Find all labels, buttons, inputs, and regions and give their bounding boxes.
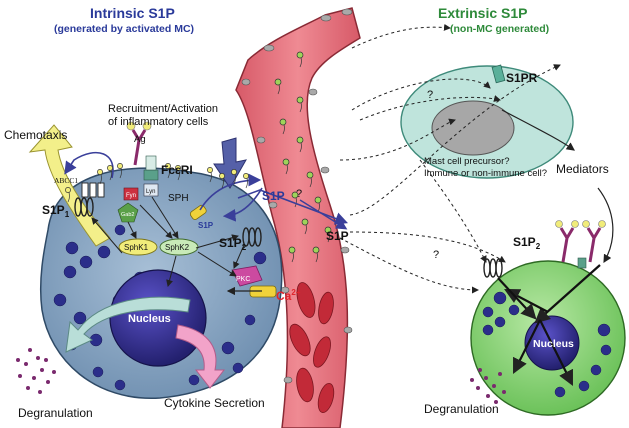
degranulation-particles-left — [16, 348, 56, 394]
fceri-label: FcεRI — [161, 163, 193, 177]
question-mark-2: ? — [427, 89, 433, 101]
intrinsic-subtitle: (generated by activated MC) — [54, 23, 194, 35]
intracellular-arrows — [91, 196, 245, 287]
degranulation-right-label: Degranulation — [424, 402, 499, 416]
s1p1-receptor — [74, 197, 94, 217]
sph-label: SPH — [168, 193, 189, 204]
question-mark-3: ? — [433, 249, 439, 261]
abcc1-transporter — [81, 182, 105, 198]
gab2-label: Gab2 — [121, 212, 134, 218]
degranulation-particles-right — [470, 368, 506, 404]
extrinsic-title: Extrinsic S1P — [438, 5, 528, 21]
fceri-receptor — [117, 121, 159, 223]
s1p1-label: S1P1 — [42, 203, 70, 219]
fyn-label: Fyn — [126, 193, 136, 199]
degranulation-arrow — [65, 296, 191, 353]
autocrine-arrows — [64, 151, 348, 225]
s1p2-right-label: S1P2 — [513, 235, 541, 251]
degranulation-left-label: Degranulation — [18, 406, 93, 420]
s1p-vessel-label: S1P — [326, 229, 349, 243]
precursor-cell — [400, 64, 574, 179]
pkc-label: PKC — [236, 276, 250, 283]
nucleus-left-label: Nucleus — [128, 313, 171, 325]
recruitment-label-line2: of inflammatory cells — [108, 116, 209, 128]
chemotaxis-label: Chemotaxis — [4, 128, 67, 142]
s1p-release-arrow — [299, 199, 348, 230]
precursor-label-line1: Mast cell precursor? — [424, 156, 510, 167]
cell-surface-s1p — [65, 163, 249, 203]
s1p-small-label: S1P — [198, 221, 214, 230]
lyn-label: Lyn — [146, 189, 155, 195]
nucleus-right-label: Nucleus — [533, 338, 574, 350]
sph-transporter — [189, 204, 207, 220]
extrinsic-subtitle: (non-MC generated) — [450, 23, 549, 35]
sphk1-label: SphK1 — [124, 243, 149, 252]
sphk2-label: SphK2 — [165, 243, 190, 252]
pkc-shape — [231, 265, 263, 287]
cytokine-arrow — [175, 324, 226, 389]
question-mark-1: ? — [296, 188, 302, 200]
vessel-s1p-molecules — [274, 51, 332, 263]
green-mast-cell — [470, 220, 626, 416]
s1pr-label: S1PR — [506, 71, 538, 85]
mast-cell-left — [39, 167, 283, 399]
ca-channel — [226, 285, 277, 298]
cytokine-label: Cytokine Secretion — [164, 396, 265, 410]
s1p-arrow-label: S1P — [262, 189, 285, 203]
mediator-arrows — [501, 109, 614, 264]
precursor-label-line2: Immune or non-immune cell? — [424, 168, 547, 179]
recruitment-label-line1: Recruitment/Activation — [108, 103, 218, 115]
ca-label: Ca2+ — [276, 288, 301, 303]
ag-label: Ag — [134, 134, 146, 145]
blood-vessel — [235, 7, 361, 428]
s1p2-left-label: S1P2 — [219, 236, 247, 252]
dashed-connectors — [339, 23, 561, 294]
abcc1-label: ABCC1 — [54, 176, 78, 185]
intrinsic-title: Intrinsic S1P — [90, 5, 175, 21]
s1p2-receptor-left — [242, 227, 262, 247]
mediators-label: Mediators — [556, 162, 609, 176]
